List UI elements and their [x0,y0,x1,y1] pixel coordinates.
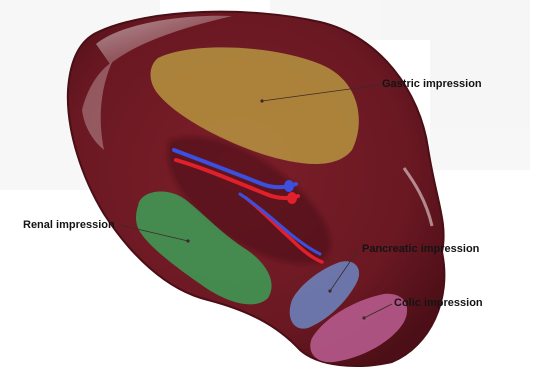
label-gastric-impression: Gastric impression [382,79,482,90]
vessel-cut-end-artery [287,192,297,204]
label-renal-impression: Renal impression [23,220,115,231]
vessel-cut-end-vein [284,180,294,192]
label-pancreatic-impression: Pancreatic impression [362,244,479,255]
label-colic-impression: Colic impression [394,298,483,309]
